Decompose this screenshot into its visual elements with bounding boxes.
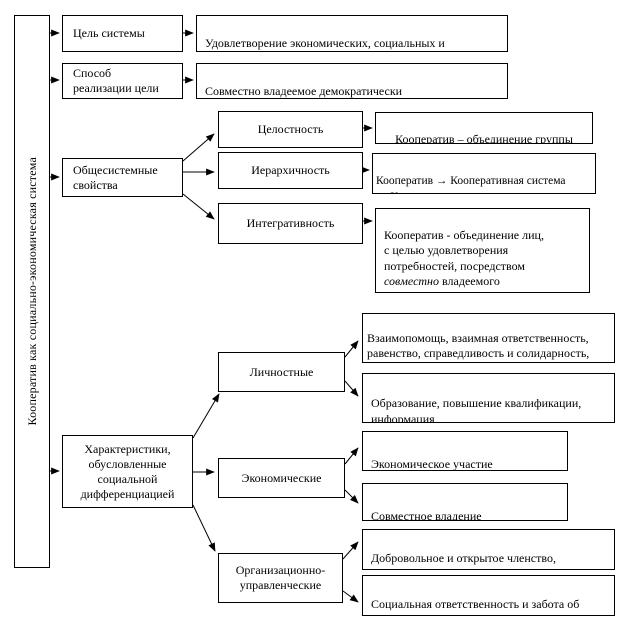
goal-label: Цель системы: [73, 26, 145, 40]
organizational-result-1-text: Добровольное и открытое членство, демокр…: [371, 551, 560, 569]
hierarchy-result-box: Кооператив → Кооперативная система → Коо…: [372, 153, 596, 194]
hierarchy-result-text: Кооператив → Кооперативная система → Коо…: [376, 175, 566, 193]
arrow-org-to-result1: [342, 541, 359, 560]
method-result-text: Совместно владеемое демократически управ…: [205, 84, 403, 98]
method-result-box: Совместно владеемое демократически управ…: [196, 63, 508, 99]
economic-box: Экономические: [218, 458, 345, 498]
goal-box: Цель системы: [62, 15, 183, 52]
hierarchy-label: Иерархичность: [251, 163, 330, 177]
economic-result-2-box: Совместное владение имуществом: [362, 483, 568, 521]
goal-result-box: Удовлетворение экономических, социальных…: [196, 15, 508, 52]
organizational-result-2-box: Социальная ответственность и забота об о…: [362, 575, 615, 616]
arrow-economic-to-result1: [344, 447, 359, 465]
economic-result-1-box: Экономическое участие пайщиков: [362, 431, 568, 471]
organizational-box: Организационно- управленческие: [218, 553, 343, 603]
integrativity-result-italic: совместно: [384, 274, 440, 288]
integrity-label: Целостность: [257, 122, 324, 136]
integrity-box: Целостность: [218, 111, 363, 148]
integrativity-label: Интегративность: [246, 216, 335, 230]
integrativity-result-box: Кооператив - объединение лиц, с целью уд…: [375, 208, 590, 293]
root-system-box: Кооператив как социально-экономическая с…: [14, 15, 50, 568]
personal-result-2-box: Образование, повышение квалификации, инф…: [362, 373, 615, 423]
personal-label: Личностные: [249, 364, 314, 379]
hierarchy-box: Иерархичность: [218, 152, 363, 189]
organizational-result-1-box: Добровольное и открытое членство, демокр…: [362, 529, 615, 570]
arrow-char-to-personal: [192, 393, 220, 439]
arrow-char-to-organizational: [192, 504, 216, 552]
method-label: Способ реализации цели: [73, 66, 159, 95]
arrow-personal-to-result2: [344, 380, 359, 397]
integrity-result-box: Кооператив – объединение группы лиц: [375, 112, 593, 144]
arrow-sysprops-to-integrativity: [182, 193, 215, 220]
arrow-economic-to-result2: [344, 489, 359, 504]
personal-box: Личностные: [218, 352, 345, 392]
integrativity-result-suffix: владеемого предприятия: [384, 274, 500, 292]
personal-result-2-text: Образование, повышение квалификации, инф…: [371, 396, 582, 423]
integrativity-box: Интегративность: [218, 203, 363, 244]
organizational-result-2-text: Социальная ответственность и забота об о…: [371, 597, 580, 615]
goal-result-text: Удовлетворение экономических, социальных…: [205, 36, 445, 50]
economic-label: Экономические: [241, 470, 322, 485]
organizational-label: Организационно- управленческие: [235, 563, 326, 592]
characteristics-label: Характеристики, обусловленные социальной…: [80, 441, 175, 501]
economic-result-2-text: Совместное владение имуществом: [371, 509, 482, 521]
system-properties-label: Общесистемные свойства: [73, 162, 158, 192]
integrity-result-text: Кооператив – объединение группы лиц: [395, 132, 573, 144]
personal-result-1-text: Взаимопомощь, взаимная ответственность, …: [367, 331, 590, 362]
arrow-personal-to-result1: [344, 340, 359, 358]
arrow-sysprops-to-integrity: [182, 133, 215, 162]
economic-result-1-text: Экономическое участие пайщиков: [371, 457, 493, 471]
root-system-label: Кооператив как социально-экономическая с…: [24, 157, 39, 426]
method-box: Способ реализации цели: [62, 63, 183, 99]
characteristics-box: Характеристики, обусловленные социальной…: [62, 435, 193, 508]
integrativity-result-prefix: Кооператив - объединение лиц, с целью уд…: [384, 227, 544, 273]
arrow-org-to-result2: [342, 590, 359, 603]
system-properties-box: Общесистемные свойства: [62, 158, 183, 197]
personal-result-1-box: Взаимопомощь, взаимная ответственность, …: [362, 313, 615, 363]
